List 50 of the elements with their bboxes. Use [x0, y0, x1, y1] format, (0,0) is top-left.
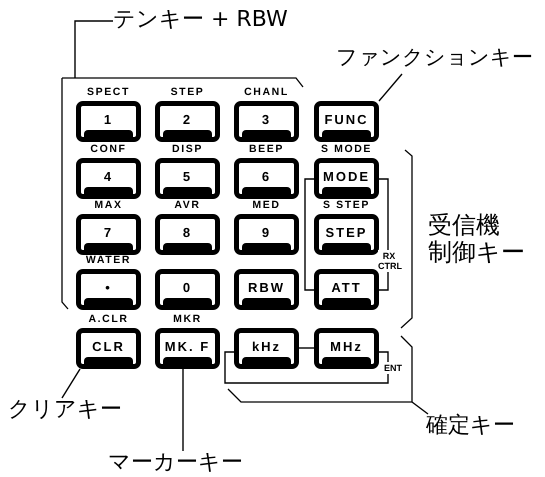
- key-legend: MAX: [94, 198, 123, 212]
- keypad-key: STEP: [314, 214, 379, 255]
- keypad-key: kHz: [234, 328, 299, 369]
- connector-line: [224, 351, 389, 384]
- key-legend: SPECT: [86, 85, 130, 99]
- key-legend: S STEP: [323, 198, 370, 212]
- key-legend: CHANL: [244, 85, 289, 99]
- callout-label: マーカーキー: [108, 451, 260, 476]
- keypad-key: MODE: [314, 158, 379, 199]
- keypad-key: 8: [155, 214, 220, 255]
- keypad-key: CLR: [76, 328, 141, 369]
- connector-line: [299, 347, 314, 349]
- key-legend: STEP: [170, 85, 204, 99]
- keypad-key: MHz: [314, 328, 379, 369]
- callout-label: ファンクションキー: [336, 46, 536, 70]
- key-legend: A.CLR: [88, 312, 129, 326]
- callout-label: テンキー + RBW: [113, 8, 313, 33]
- keypad-key: 9: [234, 214, 299, 255]
- keypad-key: 7: [76, 214, 141, 255]
- keypad-key: 5: [155, 158, 220, 199]
- leader-line: [61, 368, 81, 398]
- key-legend: MED: [252, 198, 281, 212]
- keypad-key: 6: [234, 158, 299, 199]
- key-legend: DISP: [172, 142, 203, 156]
- key-legend: BEEP: [249, 142, 284, 156]
- key-legend: WATER: [86, 253, 132, 267]
- callout-label: クリアキー: [8, 398, 128, 423]
- keypad-key: •: [76, 269, 141, 310]
- key-legend: AVR: [174, 198, 201, 212]
- connector-line: [379, 178, 389, 291]
- keypad-key: 4: [76, 158, 141, 199]
- keypad-key: FUNC: [314, 101, 379, 142]
- key-legend: MKR: [173, 312, 202, 326]
- keypad-key: ATT: [314, 269, 379, 310]
- key-legend: S MODE: [320, 142, 372, 156]
- keypad-key: 2: [155, 101, 220, 142]
- keypad-key: RBW: [234, 269, 299, 310]
- leader-line: [412, 401, 428, 415]
- key-legend: CONF: [90, 142, 127, 156]
- callout-label: 確定キー: [426, 414, 536, 439]
- edge-label: RX CTRL: [378, 250, 400, 272]
- keypad-key: 1: [76, 101, 141, 142]
- leader-line: [74, 20, 113, 78]
- callout-label: 受信機制御キー: [428, 212, 538, 266]
- leader-line: [378, 74, 403, 102]
- connector-line: [304, 178, 314, 291]
- leader-line: [182, 369, 184, 451]
- keypad-key: MK. F: [155, 328, 220, 369]
- keypad-key: 0: [155, 269, 220, 310]
- keypad-key: 3: [234, 101, 299, 142]
